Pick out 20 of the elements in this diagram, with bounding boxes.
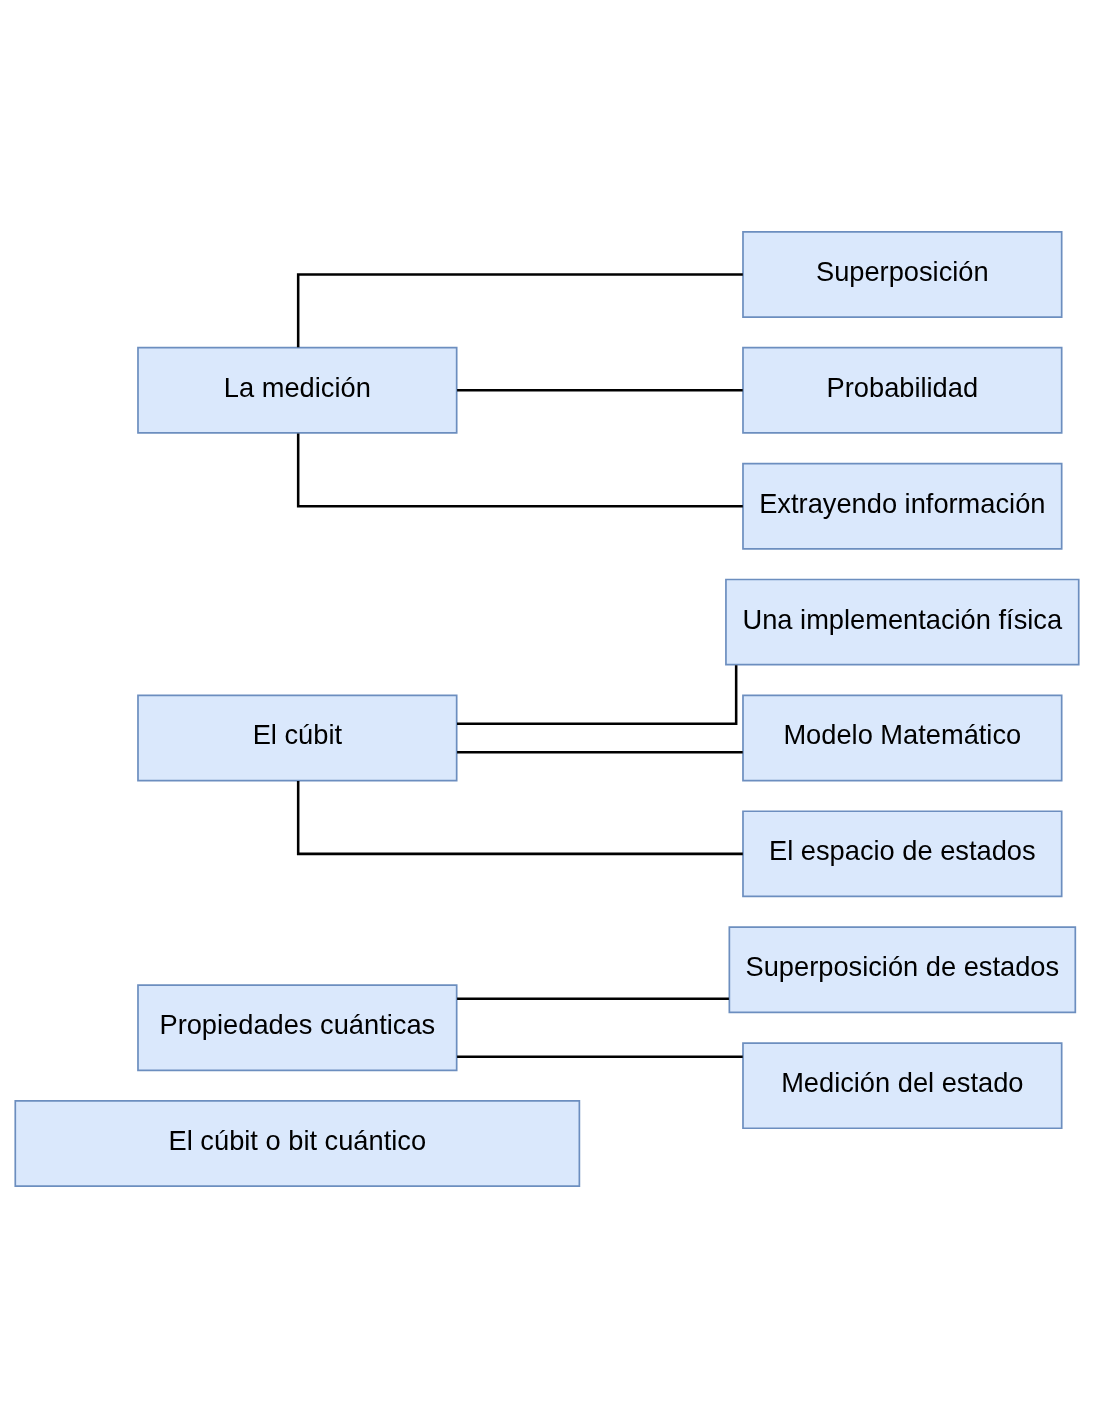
connector [457, 750, 743, 754]
connector [457, 997, 729, 1000]
connector [296, 781, 743, 856]
connector [457, 1055, 743, 1058]
node-box: Superposición de estados [728, 926, 1077, 1014]
node-box: Medición del estado [742, 1042, 1063, 1130]
node-box: Modelo Matemático [742, 694, 1063, 782]
connector [457, 665, 738, 726]
connector [296, 433, 743, 508]
node-box: El cúbit [137, 694, 458, 782]
node-box: Probabilidad [742, 346, 1063, 434]
node-box: Extrayendo información [742, 462, 1063, 550]
node-box: La medición [137, 346, 458, 434]
node-box: El cúbit o bit cuántico [14, 1100, 581, 1188]
node-box: Superposición [742, 230, 1063, 318]
connector [457, 389, 743, 392]
node-box: El espacio de estados [742, 810, 1063, 898]
connector [296, 273, 743, 348]
node-box: Propiedades cuánticas [137, 984, 458, 1072]
node-box: Una implementación física [725, 578, 1080, 666]
